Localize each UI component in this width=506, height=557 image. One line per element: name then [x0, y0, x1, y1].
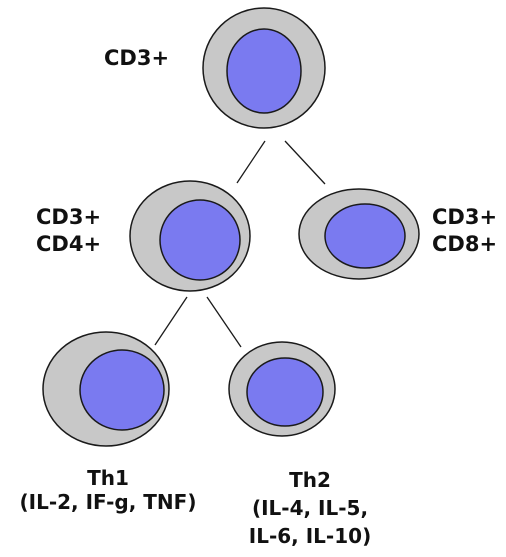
- label-cd3-cd4: CD3+ CD4+: [36, 204, 101, 258]
- label-line: Th1: [87, 466, 129, 490]
- cell-nucleus: [79, 349, 165, 431]
- cell-nucleus: [159, 199, 241, 281]
- cell-th2: [228, 341, 336, 437]
- cell-nucleus: [226, 28, 302, 114]
- edge-cd4-th1: [154, 296, 188, 346]
- label-th1: Th1 (IL-2, IF-g, TNF): [10, 466, 206, 514]
- label-line: CD3+: [36, 205, 102, 229]
- edge-root-cd8: [284, 140, 326, 185]
- label-cd3: CD3+: [104, 45, 169, 72]
- edge-root-cd4: [236, 140, 266, 184]
- label-line: (IL-2, IF-g, TNF): [19, 490, 197, 514]
- label-line: (IL-4, IL-5,: [251, 496, 369, 520]
- label-line: CD3+: [104, 46, 170, 70]
- cell-cd3: [202, 7, 326, 129]
- label-line: CD8+: [432, 232, 498, 256]
- cell-nucleus: [246, 357, 324, 427]
- cell-cd4: [129, 180, 251, 292]
- label-th2: Th2 (IL-4, IL-5, IL-6, IL-10): [232, 466, 388, 550]
- label-line: IL-6, IL-10): [248, 524, 372, 548]
- cell-cd8: [298, 188, 420, 280]
- cell-nucleus: [324, 203, 406, 269]
- label-line: CD4+: [36, 232, 102, 256]
- cell-th1: [42, 331, 170, 447]
- label-cd3-cd8: CD3+ CD8+: [432, 204, 497, 258]
- edge-cd4-th2: [206, 296, 242, 348]
- label-line: Th2: [289, 468, 331, 492]
- label-line: CD3+: [432, 205, 498, 229]
